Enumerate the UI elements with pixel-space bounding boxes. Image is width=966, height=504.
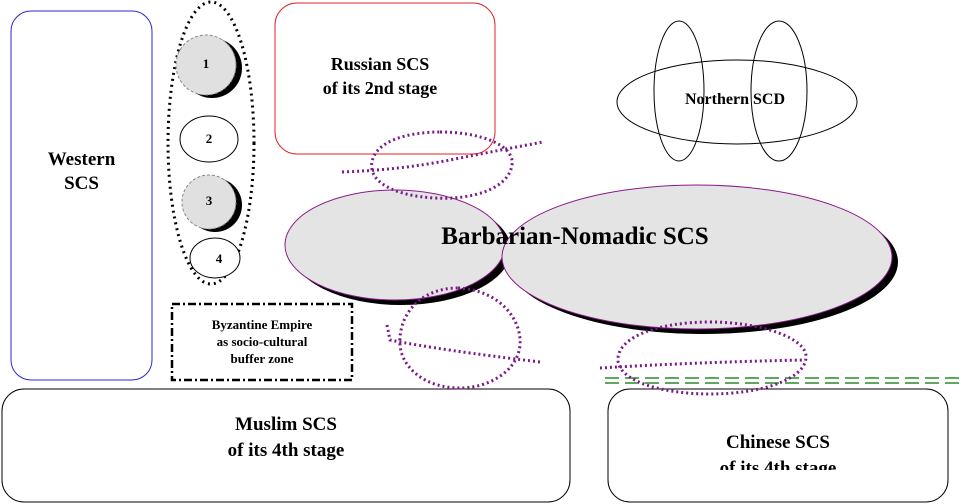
interaction-zone-barbarian-muslim: [385, 286, 541, 390]
western-scs-box: [10, 10, 153, 381]
muslim-scs-box: [1, 388, 571, 503]
circle-3: [181, 174, 237, 230]
muslim-line1: Muslim SCS: [235, 414, 337, 435]
northern-scd-label: Northern SCD: [685, 91, 785, 108]
byzantine-line2: as socio-cultural: [216, 334, 308, 349]
northern-scd-ellipse-main: [616, 59, 858, 145]
russian-line2: of its 2nd stage: [322, 78, 438, 98]
stages-group-ellipse: [166, 0, 256, 286]
barbarian-right-ellipse: [501, 184, 893, 330]
russian-scs-box: [274, 2, 496, 155]
chinese-line2: of its 4th stage: [719, 458, 837, 470]
circle-4: [189, 237, 241, 279]
russian-line1: Russian SCS: [330, 54, 430, 74]
barbarian-nomadic-label: Barbarian-Nomadic SCS: [441, 223, 709, 250]
byzantine-line1: Byzantine Empire: [211, 317, 313, 332]
northern-scd-ellipse-left: [653, 20, 705, 162]
muslim-scs-label: Muslim SCS of its 4th stage: [2, 412, 570, 464]
circle-3-label: 3: [205, 193, 213, 208]
byzantine-buffer-box: [170, 302, 354, 382]
western-line2: SCS: [64, 173, 99, 194]
western-scs-label: Western SCS: [11, 148, 152, 196]
circle-1: [175, 34, 237, 96]
western-line1: Western: [47, 149, 116, 170]
muslim-line2: of its 4th stage: [227, 440, 345, 461]
byzantine-label: Byzantine Empire as socio-cultural buffe…: [172, 316, 352, 367]
interaction-zone-barbarian-chinese: [599, 320, 808, 396]
chinese-scs-label: Chinese SCS of its 4th stage: [608, 430, 948, 470]
circle-2-label: 2: [205, 131, 213, 146]
circle-2: [179, 115, 239, 163]
northern-scd-ellipse-right: [750, 20, 808, 162]
circle-1-label: 1: [202, 56, 210, 71]
chinese-line1: Chinese SCS: [726, 432, 830, 453]
byzantine-line3: buffer zone: [230, 351, 294, 366]
russian-scs-label: Russian SCS of its 2nd stage: [275, 52, 485, 100]
chinese-scs-box: [607, 388, 949, 503]
circle-4-label: 4: [215, 251, 223, 266]
